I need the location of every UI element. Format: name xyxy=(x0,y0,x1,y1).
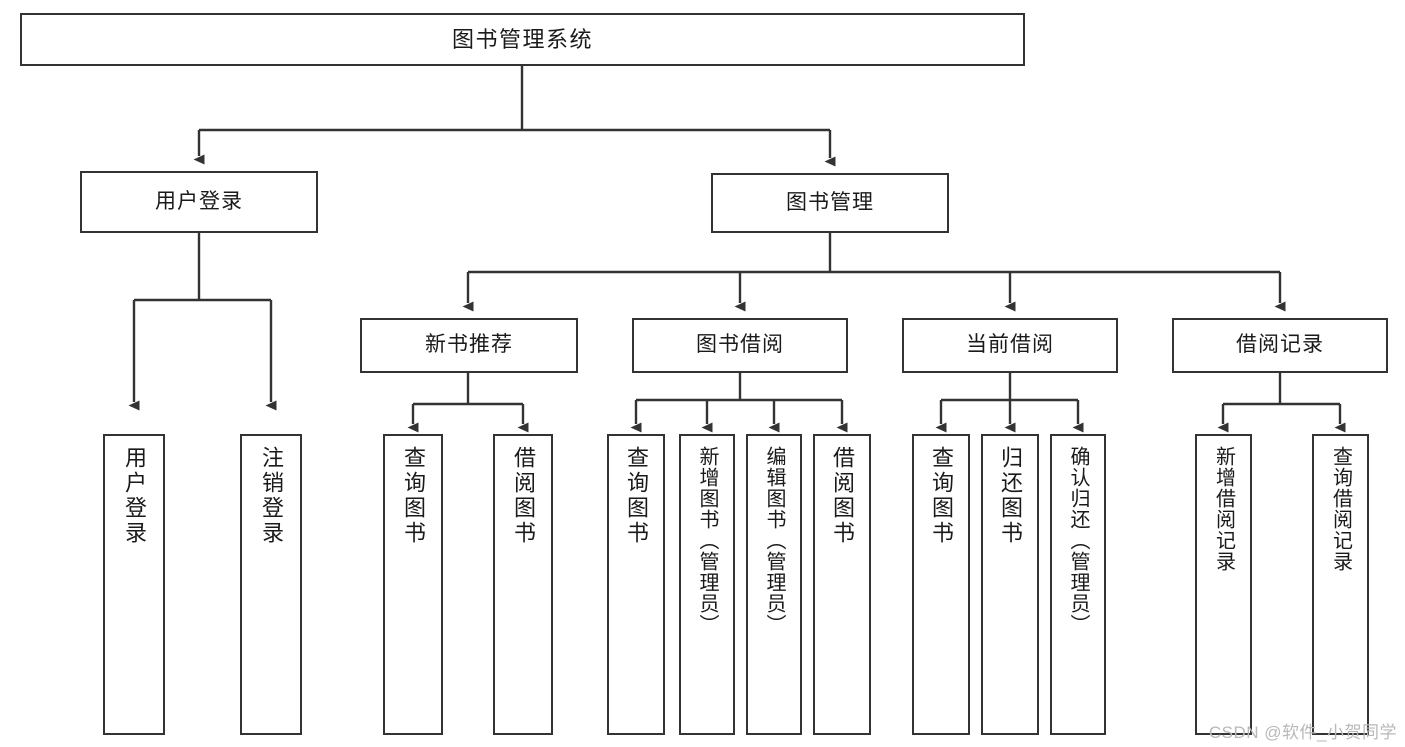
node-user-login[interactable]: 用户登录 xyxy=(80,171,318,233)
node-leaf-add-book-label: 新增图书（管理员） xyxy=(696,446,718,635)
watermark: CSDN @软件_小贺同学 xyxy=(1208,723,1397,742)
node-leaf-user-logout[interactable]: 注销登录 xyxy=(240,434,302,735)
node-leaf-query-book-2[interactable]: 查询图书 xyxy=(607,434,665,735)
node-leaf-query-book-3[interactable]: 查询图书 xyxy=(912,434,970,735)
node-current-borrow-label: 当前借阅 xyxy=(966,333,1054,357)
node-leaf-edit-book-label: 编辑图书（管理员） xyxy=(763,446,785,635)
node-current-borrow[interactable]: 当前借阅 xyxy=(902,318,1118,373)
node-leaf-add-record[interactable]: 新增借阅记录 xyxy=(1195,434,1252,735)
node-borrow-record[interactable]: 借阅记录 xyxy=(1172,318,1388,373)
node-leaf-query-record[interactable]: 查询借阅记录 xyxy=(1312,434,1369,735)
node-book-borrow[interactable]: 图书借阅 xyxy=(632,318,848,373)
node-leaf-return-book[interactable]: 归还图书 xyxy=(981,434,1039,735)
node-leaf-confirm-return-label: 确认归还（管理员） xyxy=(1067,446,1089,635)
node-borrow-record-label: 借阅记录 xyxy=(1236,333,1324,357)
node-leaf-borrow-book-1[interactable]: 借阅图书 xyxy=(493,434,553,735)
node-leaf-query-book-2-label: 查询图书 xyxy=(624,446,649,546)
node-leaf-add-record-label: 新增借阅记录 xyxy=(1212,446,1235,572)
node-leaf-user-login[interactable]: 用户登录 xyxy=(103,434,165,735)
node-root[interactable]: 图书管理系统 xyxy=(20,13,1025,66)
node-leaf-borrow-book-2-label: 借阅图书 xyxy=(830,446,855,546)
node-new-book-rec-label: 新书推荐 xyxy=(425,333,513,357)
node-user-login-label: 用户登录 xyxy=(155,189,243,213)
node-leaf-user-login-label: 用户登录 xyxy=(122,446,147,546)
node-leaf-add-book[interactable]: 新增图书（管理员） xyxy=(679,434,735,735)
node-leaf-query-book-1-label: 查询图书 xyxy=(401,446,426,546)
node-book-borrow-label: 图书借阅 xyxy=(696,333,784,357)
node-leaf-confirm-return[interactable]: 确认归还（管理员） xyxy=(1050,434,1106,735)
node-leaf-return-book-label: 归还图书 xyxy=(998,446,1023,546)
node-book-manage[interactable]: 图书管理 xyxy=(711,173,949,233)
node-leaf-borrow-book-2[interactable]: 借阅图书 xyxy=(813,434,871,735)
node-new-book-rec[interactable]: 新书推荐 xyxy=(360,318,578,373)
node-leaf-user-logout-label: 注销登录 xyxy=(259,446,284,546)
node-leaf-query-book-3-label: 查询图书 xyxy=(929,446,954,546)
node-root-label: 图书管理系统 xyxy=(451,26,593,52)
node-leaf-edit-book[interactable]: 编辑图书（管理员） xyxy=(746,434,802,735)
node-leaf-query-record-label: 查询借阅记录 xyxy=(1329,446,1352,572)
node-book-manage-label: 图书管理 xyxy=(786,190,874,214)
node-leaf-borrow-book-1-label: 借阅图书 xyxy=(511,446,536,546)
node-leaf-query-book-1[interactable]: 查询图书 xyxy=(383,434,443,735)
